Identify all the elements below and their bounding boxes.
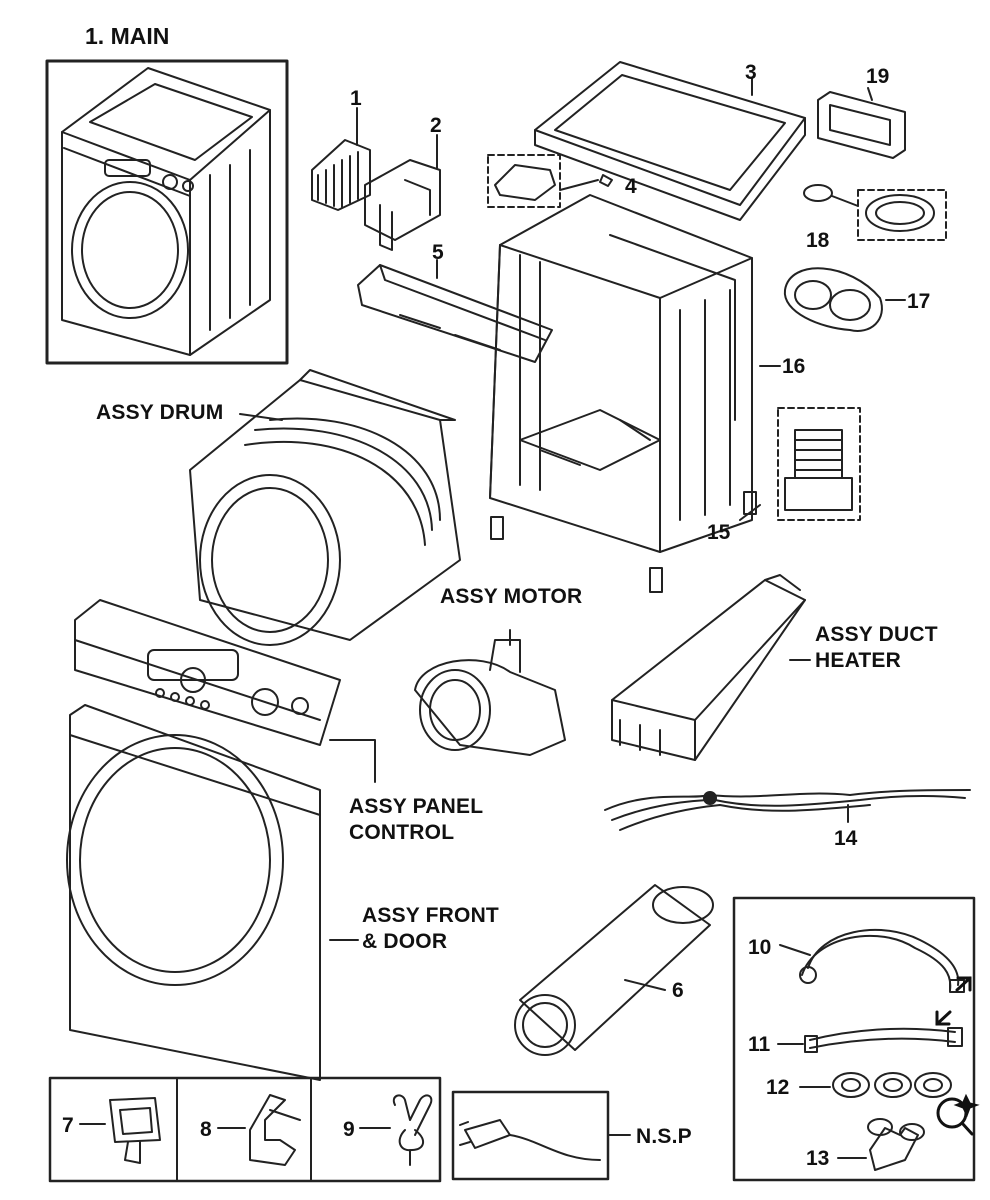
label-part-18: 18 (806, 229, 830, 252)
nsp-box (451, 1090, 610, 1181)
part-8-clamp (217, 1094, 301, 1166)
label-part-17: 17 (907, 290, 931, 313)
label-part-10: 10 (748, 936, 772, 959)
motor-assembly-illustration (414, 629, 566, 756)
part-4-bracket (494, 164, 613, 201)
label-part-9: 9 (343, 1118, 355, 1141)
part-9-clip (359, 1094, 433, 1166)
accessories-box (732, 896, 976, 1182)
label-part-4: 4 (625, 175, 637, 198)
label-assy-front-line2: & DOOR (362, 930, 448, 953)
inset-dryer-box (45, 59, 289, 365)
label-part-19: 19 (866, 65, 890, 88)
label-assy-duct-line2: HEATER (815, 649, 901, 672)
label-part-11: 11 (748, 1033, 771, 1056)
label-assy-drum: ASSY DRUM (96, 401, 224, 424)
control-panel-illustration (74, 599, 341, 746)
label-part-16: 16 (782, 355, 806, 378)
label-part-7: 7 (62, 1114, 74, 1137)
part-18-ring (865, 194, 935, 232)
label-assy-panel-line2: CONTROL (349, 821, 455, 844)
label-part-1: 1 (350, 87, 362, 110)
part-10-hose (779, 929, 965, 993)
cabinet-feet (490, 491, 757, 593)
part-18-dashed-box (857, 189, 947, 241)
duct-heater-illustration (611, 574, 806, 761)
part-15-dashed-box (777, 407, 861, 521)
collapse-arrows-icon[interactable] (935, 976, 972, 1026)
zoom-search-icon[interactable] (936, 1093, 980, 1136)
part-15-leveling-foot (784, 429, 853, 511)
label-part-13: 13 (806, 1147, 830, 1170)
drum-assembly-illustration (189, 369, 461, 646)
part-11-hose (777, 1027, 963, 1053)
label-part-2: 2 (430, 114, 442, 137)
part-2-bracket (364, 134, 441, 251)
label-assy-duct-line1: ASSY DUCT (815, 623, 938, 646)
label-part-14: 14 (834, 827, 858, 850)
label-part-15: 15 (707, 521, 731, 544)
inset-dryer-illustration (61, 67, 271, 356)
label-assy-front-line1: ASSY FRONT (362, 904, 499, 927)
label-part-5: 5 (432, 241, 444, 264)
label-part-8: 8 (200, 1118, 212, 1141)
page-title: 1. MAIN (85, 23, 170, 49)
part-12-washers (799, 1072, 952, 1098)
part-1-filter (311, 107, 371, 211)
small-parts-box (48, 1076, 442, 1183)
label-assy-motor: ASSY MOTOR (440, 585, 583, 608)
label-part-3: 3 (745, 61, 757, 84)
part-13-y-connector (837, 1118, 925, 1171)
part-4-dashed-box (487, 154, 561, 208)
part-17-seal (783, 267, 906, 332)
label-part-12: 12 (766, 1076, 790, 1099)
part-5-panel-bracket (357, 259, 553, 363)
part-16-cabinet (489, 194, 781, 553)
part-6-duct (514, 884, 714, 1056)
front-door-illustration (66, 704, 321, 1081)
part-7-clip (79, 1097, 161, 1164)
part-14-wire-harness (604, 789, 971, 831)
label-assy-panel-line1: ASSY PANEL (349, 795, 484, 818)
label-part-6: 6 (672, 979, 684, 1002)
part-19-plate (817, 87, 906, 159)
label-nsp: N.S.P (636, 1125, 692, 1148)
part-18-gasket (803, 184, 833, 202)
nsp-power-cord (459, 1119, 601, 1161)
part-3-top-cover (534, 61, 806, 221)
